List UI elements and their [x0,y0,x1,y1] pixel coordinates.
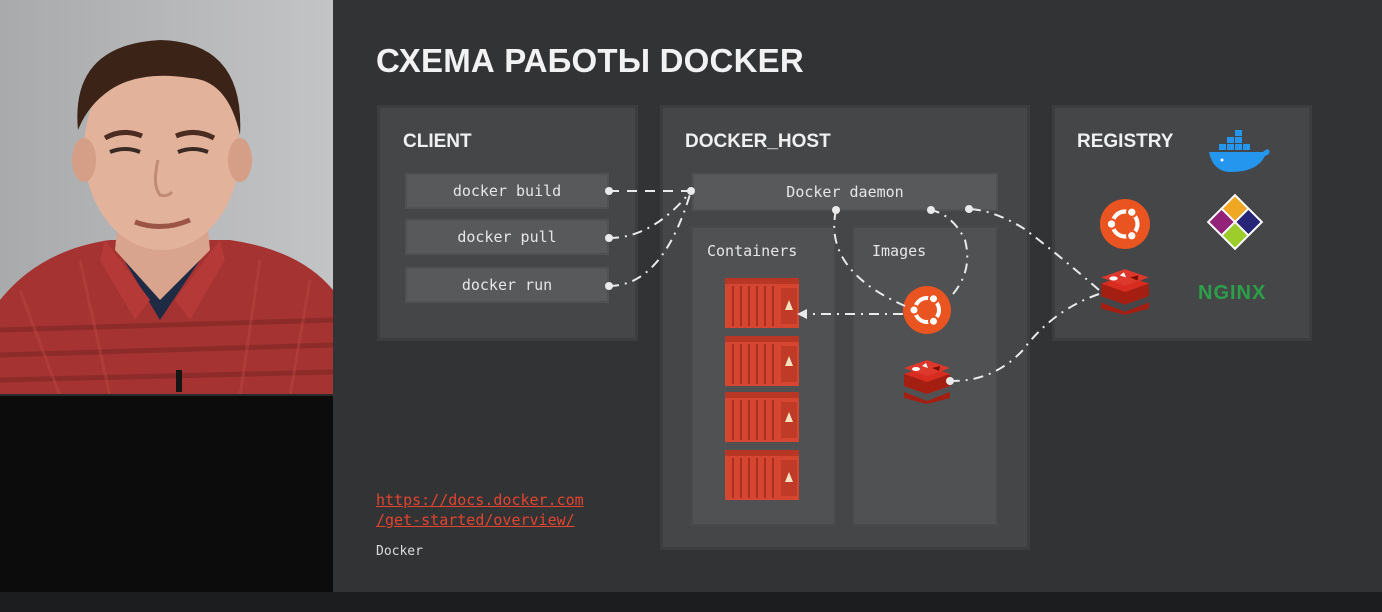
slide: СХЕМА РАБОТЫ DOCKER CLIENT docker build … [333,0,1382,592]
nginx-logo: NGINX [1198,282,1267,304]
redis-image-icon [904,360,950,404]
flow-connectors [605,187,1100,385]
images-label: Images [872,242,927,260]
docs-link-line2[interactable]: /get-started/overview/ [376,511,575,529]
docs-link[interactable]: https://docs.docker.com /get-started/ove… [376,490,584,530]
redis-registry-icon [1101,269,1149,315]
container-icon-2 [725,336,799,386]
ubuntu-registry-icon [1100,199,1150,249]
docker-whale-icon [1209,130,1270,172]
video-bottom-bar [0,592,1382,612]
desk [0,396,333,592]
container-icon-3 [725,392,799,442]
registry-title: REGISTRY [1077,131,1174,152]
docker-host-title: DOCKER_HOST [685,131,831,152]
registry-panel [1052,105,1312,341]
ubuntu-image-icon [903,286,951,334]
presenter-illustration [0,0,333,397]
docker-daemon-box: Docker daemon [692,173,998,211]
container-icon-1 [725,278,799,328]
presenter-video [0,0,333,592]
client-title: CLIENT [403,131,472,152]
docker-pull-command: docker pull [405,219,609,255]
centos-icon [1206,193,1264,251]
slide-caption: Docker [376,544,423,559]
containers-label: Containers [707,242,798,260]
slide-title: СХЕМА РАБОТЫ DOCKER [376,42,804,79]
container-icon-4 [725,450,799,500]
docker-run-command: docker run [405,267,609,303]
docs-link-line1[interactable]: https://docs.docker.com [376,491,584,509]
